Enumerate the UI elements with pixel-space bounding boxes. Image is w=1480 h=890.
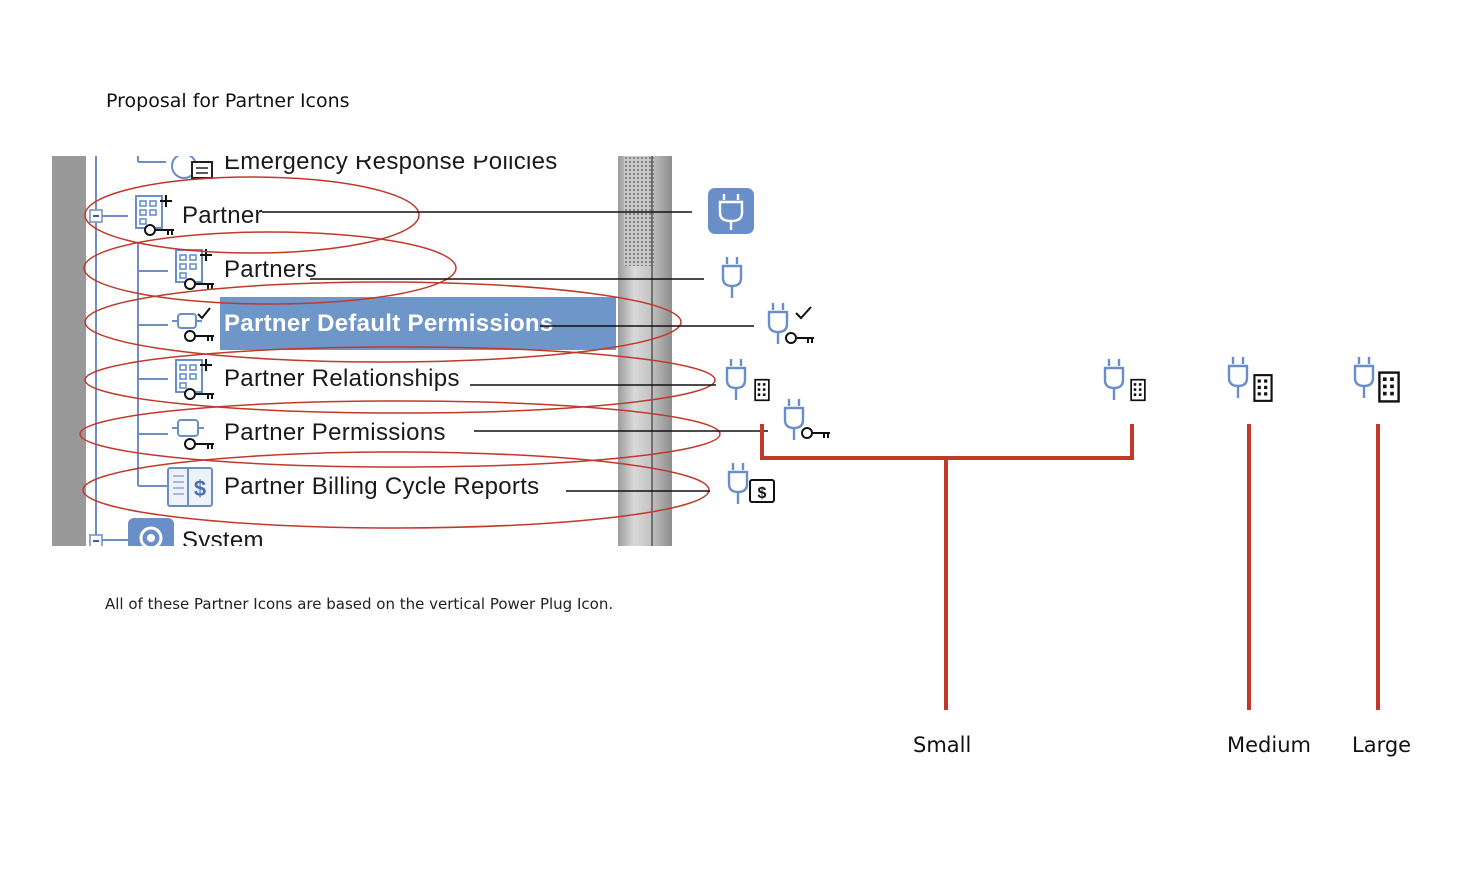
size-bracket-small — [760, 424, 1134, 460]
plug-building-icon-small — [1103, 358, 1146, 402]
tree-item-partner-relationships[interactable]: Partner Relationships — [224, 365, 460, 392]
plug-building-icon-large — [1353, 356, 1400, 403]
report-scroll-icon — [171, 156, 213, 179]
tree-view-panel: $ Emergency Response Policies Partner Pa… — [52, 156, 672, 546]
tree-item-system[interactable]: System — [182, 527, 264, 546]
svg-text:$: $ — [758, 485, 767, 502]
tree-item-partner-default-permissions[interactable]: Partner Default Permissions — [220, 297, 616, 350]
tree-item-partners[interactable]: Partners — [224, 256, 318, 283]
scrollbar-divider — [651, 156, 653, 546]
building-key-icon — [135, 195, 174, 236]
power-plug-icon — [721, 256, 743, 300]
tree-item-partner-billing-cycle-reports[interactable]: Partner Billing Cycle Reports — [224, 473, 540, 500]
page-title: Proposal for Partner Icons — [106, 90, 350, 112]
building-key-icon — [175, 359, 214, 400]
plug-key-icon — [783, 398, 831, 442]
plug-building-icon — [725, 358, 770, 402]
plug-building-icon-medium — [1227, 356, 1273, 402]
tree-item-partner[interactable]: Partner — [182, 202, 263, 229]
plug-check-key-icon — [172, 307, 214, 342]
size-label-small: Small — [913, 733, 972, 757]
plug-report-scroll-icon: $ — [727, 462, 775, 506]
tree-item-partner-permissions[interactable]: Partner Permissions — [224, 419, 446, 446]
size-label-medium: Medium — [1227, 733, 1311, 757]
building-key-icon — [175, 249, 214, 290]
billing-report-icon: $ — [167, 467, 213, 507]
caption-text: All of these Partner Icons are based on … — [105, 595, 614, 613]
tree-item-emergency-response-policies[interactable]: Emergency Response Policies — [224, 156, 558, 175]
svg-text:$: $ — [194, 476, 206, 501]
plug-key-icon — [172, 419, 214, 450]
tree-gutter — [52, 156, 86, 546]
plug-check-key-icon — [767, 302, 815, 346]
power-plug-icon — [708, 188, 754, 234]
scrollbar-thumb[interactable] — [624, 156, 654, 266]
gear-icon — [128, 518, 174, 546]
size-label-large: Large — [1352, 733, 1412, 757]
